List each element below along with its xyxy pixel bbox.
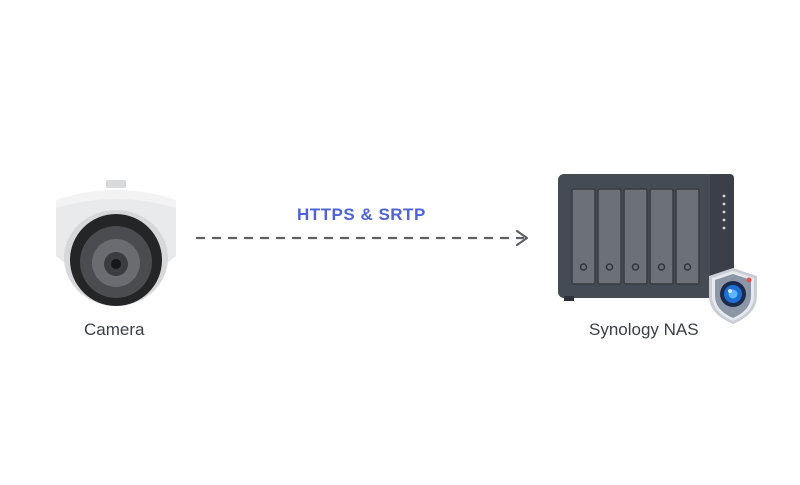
nas-device-icon [558,174,734,301]
dome-camera-icon [56,180,176,306]
camera-label: Camera [84,320,145,339]
protocol-label: HTTPS & SRTP [297,205,426,224]
surveillance-station-shield-icon [709,268,757,324]
dashed-arrow-icon [196,229,529,247]
nas-label: Synology NAS [589,320,699,339]
